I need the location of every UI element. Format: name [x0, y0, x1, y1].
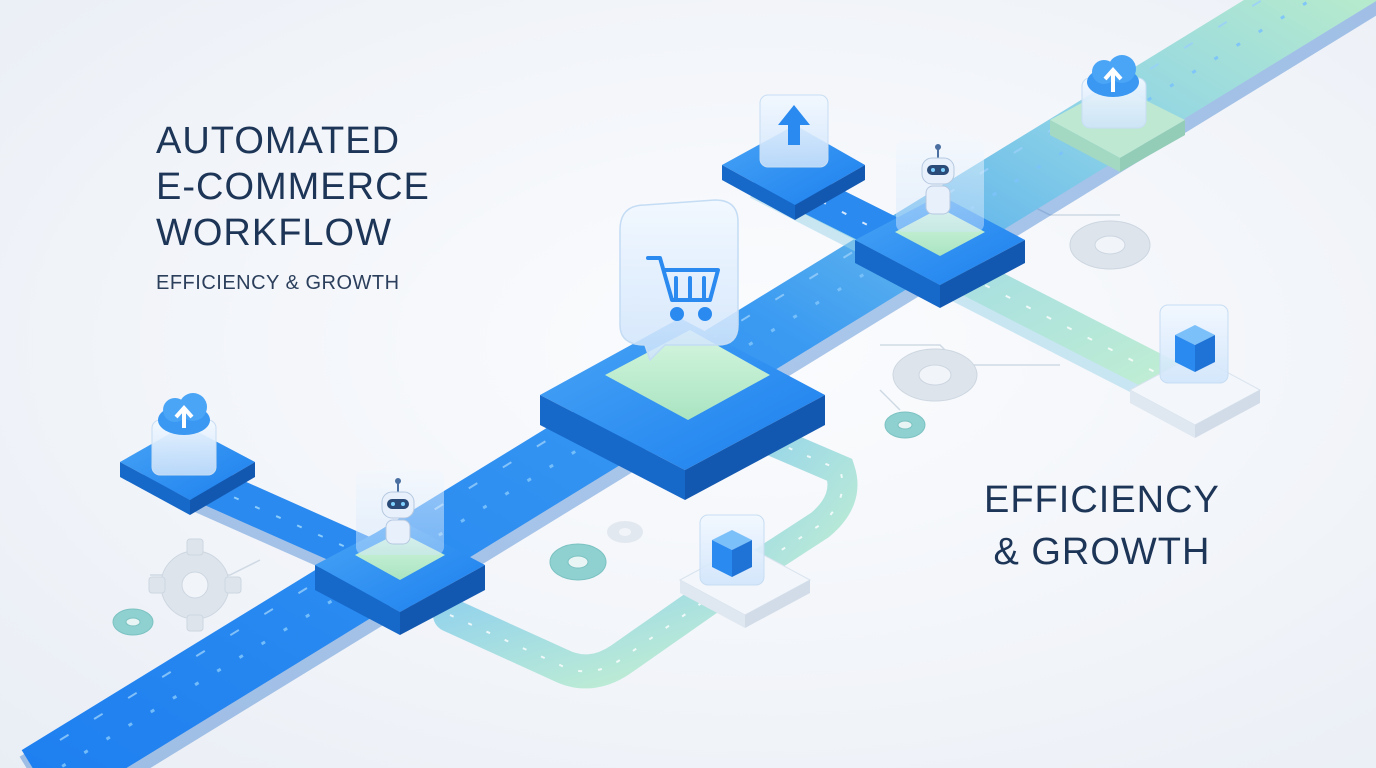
shopping-cart-icon	[646, 256, 720, 321]
cloud-platform-left	[120, 393, 255, 515]
gear-icon	[112, 411, 926, 636]
box-platform-right	[1128, 304, 1262, 438]
heading-subtitle: EFFICIENCY & GROWTH	[156, 272, 400, 294]
cloud-platform-right	[1050, 55, 1185, 172]
tagline-line-1: EFFICIENCY	[984, 479, 1220, 521]
heading-line-2: E-COMMERCE	[156, 166, 430, 208]
tagline-line-2: & GROWTH	[993, 531, 1211, 573]
robot-platform-left	[315, 470, 485, 635]
cloud-upload-icon	[1087, 55, 1139, 97]
robot-platform-right	[855, 140, 1025, 308]
package-box-icon	[712, 530, 752, 577]
heading-line-3: WORKFLOW	[156, 212, 392, 254]
gear-icon	[607, 521, 643, 543]
heading-line-1: AUTOMATED	[156, 120, 401, 162]
cart-platform-center	[540, 199, 825, 500]
tagline-block: EFFICIENCY & GROWTH	[984, 474, 1220, 578]
arrow-platform	[722, 94, 865, 220]
arrow-up-icon	[778, 105, 810, 145]
robot-icon	[381, 478, 415, 545]
robot-icon	[921, 144, 955, 215]
package-box-icon	[1175, 325, 1215, 372]
heading-block: AUTOMATED E-COMMERCE WORKFLOW EFFICIENCY…	[156, 118, 430, 295]
cloud-upload-icon	[158, 393, 210, 435]
box-platform-lower	[678, 514, 812, 628]
gear-icon	[148, 220, 1151, 632]
loop-track	[433, 425, 858, 689]
